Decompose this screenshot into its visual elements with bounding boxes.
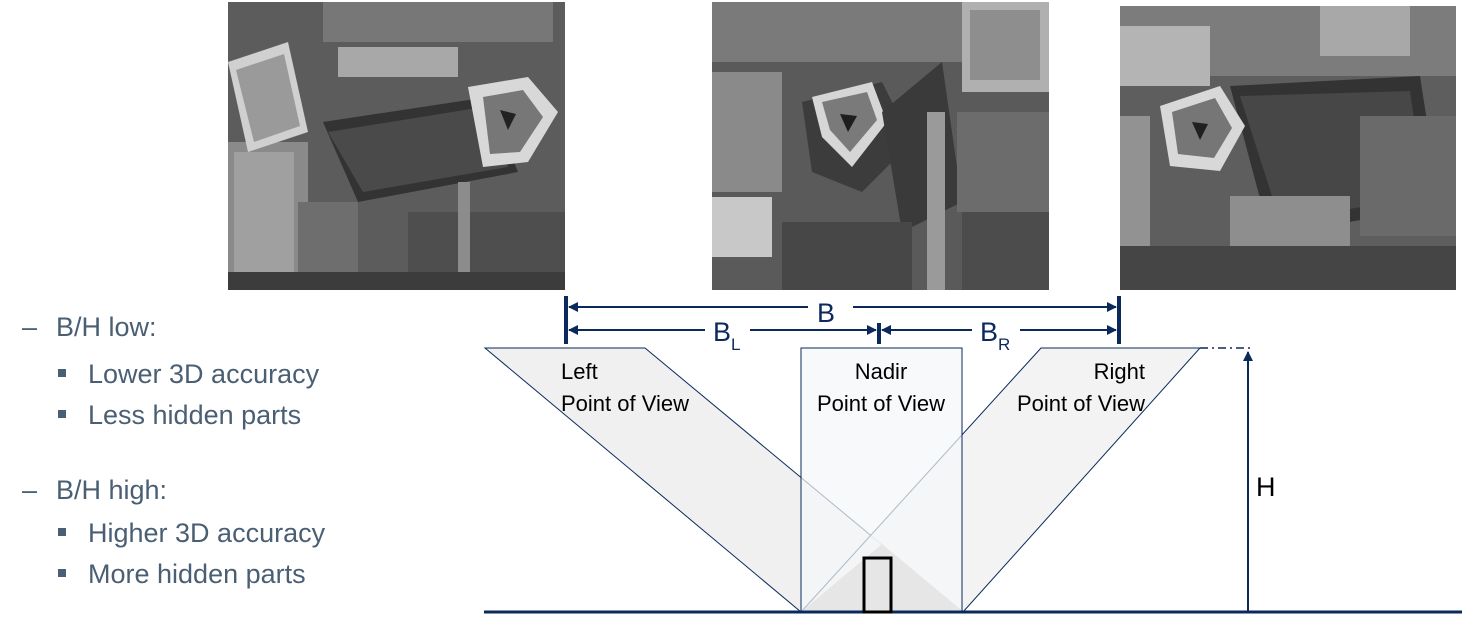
bullet-heading-low: –B/H low: <box>22 312 157 342</box>
left-view-label-line1: Left <box>561 359 598 384</box>
height-label: H <box>1256 472 1276 502</box>
bullet-item: Lower 3D accuracy <box>58 359 319 390</box>
left-view-label-line2: Point of View <box>561 391 689 416</box>
nadir-view-label-line2: Point of View <box>817 391 945 416</box>
baseline-label: B <box>817 298 835 328</box>
right-view-image <box>1120 6 1456 290</box>
nadir-view-label-line1: Nadir <box>855 359 908 384</box>
building-outline <box>862 556 893 614</box>
left-view-image <box>228 2 565 290</box>
left-base-label: BL <box>713 317 740 354</box>
right-view-label-line2: Point of View <box>1017 391 1145 416</box>
bullet-item: More hidden parts <box>58 559 306 590</box>
bullet-heading-high: –B/H high: <box>22 475 168 505</box>
overlap-region <box>801 544 963 612</box>
bullet-item: Less hidden parts <box>58 400 301 431</box>
bullet-item: Higher 3D accuracy <box>58 518 325 549</box>
right-base-label: BR <box>980 317 1010 354</box>
right-view-label-line1: Right <box>1094 359 1145 384</box>
nadir-view-image <box>712 2 1049 290</box>
